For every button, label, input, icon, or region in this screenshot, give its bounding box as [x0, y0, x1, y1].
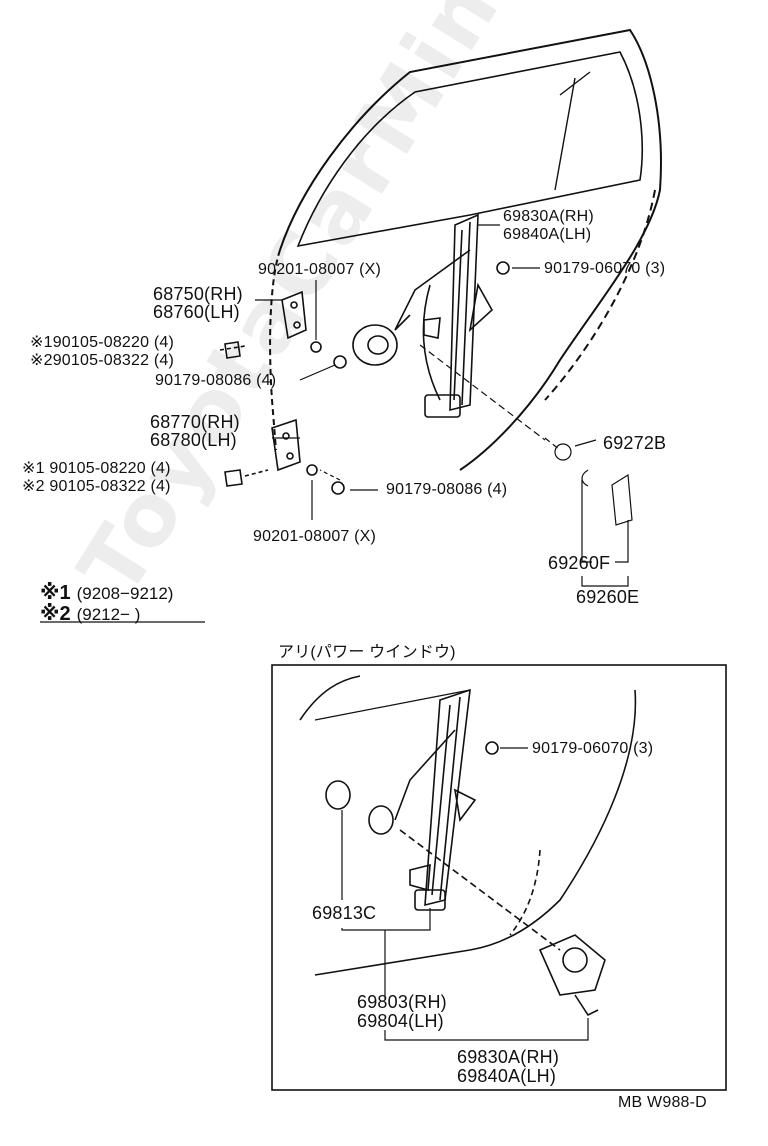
label-pw-motor-rh: 69830A(RH)	[457, 1047, 560, 1067]
diagram-code: MB W988-D	[618, 1094, 707, 1111]
legend-range-2: (9212− )	[76, 605, 141, 624]
legend-item-2: ※2 (9212− )	[40, 601, 140, 626]
legend-item-1: ※1 (9208−9212)	[40, 580, 173, 605]
power-window-frame	[271, 664, 727, 1091]
label-handle-clip: 69260F	[548, 553, 611, 573]
label-pw-regulator-rh: 69803(RH)	[357, 992, 447, 1012]
label-pw-motor-lh: 69840A(LH)	[457, 1066, 557, 1086]
label-washer-bottom: 90201-08007 (X)	[253, 528, 377, 545]
door-outline-upper	[269, 28, 662, 471]
manual-regulator-drawing	[352, 213, 510, 418]
label-nut-upper: 90179-08086 (4)	[155, 372, 277, 389]
label-pw-bolt: 90179-06070 (3)	[532, 740, 654, 757]
leader-lines-power	[341, 747, 589, 1041]
label-hinge-lower-lh: 68780(LH)	[150, 430, 237, 450]
legend-range-1: (9208−9212)	[76, 584, 174, 603]
label-handle: 69260E	[576, 587, 640, 607]
label-regulator-rh: 69830A(RH)	[503, 208, 594, 225]
label-washer-top: 90201-08007 (X)	[258, 261, 382, 278]
label-nut-lower: 90179-08086 (4)	[386, 481, 508, 498]
legend-mark-1: ※1	[40, 582, 71, 604]
label-pw-regulator-lh: 69804(LH)	[357, 1011, 444, 1031]
label-bolt-1-upper: ※190105-08220 (4)	[30, 334, 175, 351]
leader-lines-upper	[255, 224, 633, 587]
label-hinge-upper-lh: 68760(LH)	[153, 302, 240, 322]
label-clip: 69272B	[603, 433, 667, 453]
power-window-drawing	[299, 675, 637, 1017]
label-pw-motor-part: 69813C	[312, 903, 377, 923]
upper-hinge-drawing	[219, 290, 347, 369]
legend-mark-2: ※2	[40, 603, 71, 625]
label-bolt-2-upper: ※290105-08322 (4)	[30, 352, 175, 369]
label-regulator-lh: 69840A(LH)	[503, 226, 592, 243]
label-bolt-1-lower: ※1 90105-08220 (4)	[22, 460, 171, 477]
label-bolt-2-lower: ※2 90105-08322 (4)	[22, 478, 171, 495]
label-hinge-upper-rh: 68750(RH)	[153, 284, 243, 304]
label-hinge-lower-rh: 68770(RH)	[150, 412, 240, 432]
label-bolt-top: 90179-06070 (3)	[544, 260, 666, 277]
lower-hinge-drawing	[224, 418, 345, 495]
section-title-power-window: アリ(パワー ウインドウ)	[278, 644, 456, 661]
